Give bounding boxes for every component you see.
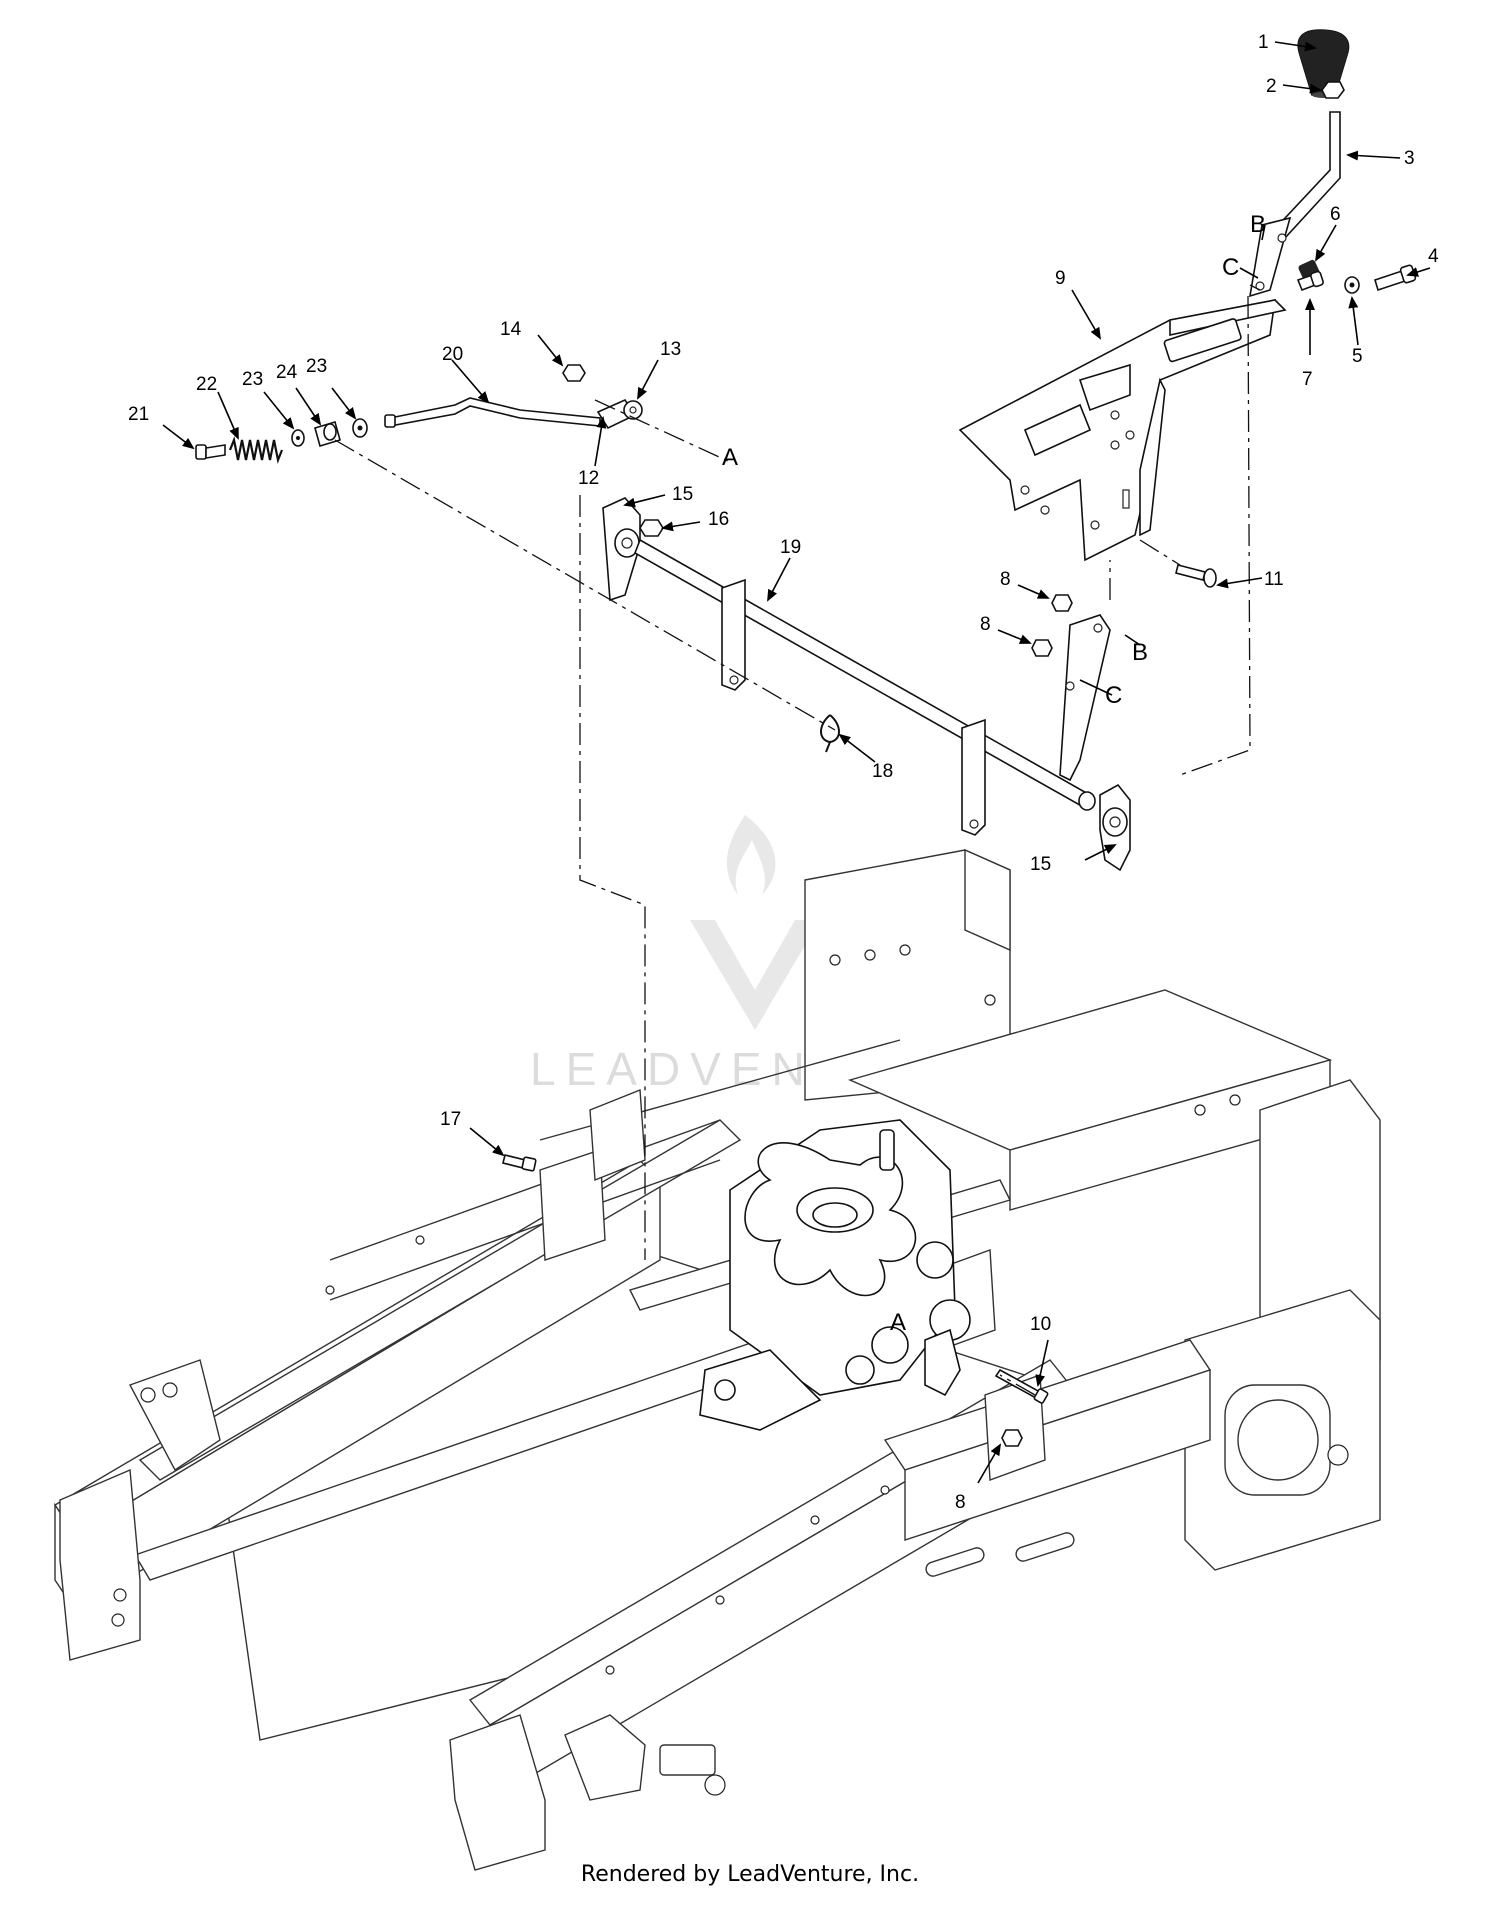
callout-leaders (162, 41, 1431, 1484)
ref-a-transaxle: A (890, 1309, 906, 1336)
part-18-hairpin-clip (820, 714, 840, 753)
callout-12: 12 (578, 468, 599, 489)
hydrostatic-transaxle (699, 1119, 971, 1431)
callout-14: 14 (500, 319, 522, 340)
callout-22: 22 (196, 374, 217, 395)
ref-a-rod: A (722, 444, 738, 471)
callout-8-upper: 8 (1000, 569, 1011, 590)
footer-credit: Rendered by LeadVenture, Inc. (580, 1862, 920, 1887)
callout-8-lower: 8 (955, 1492, 966, 1513)
callout-9: 9 (1055, 268, 1066, 289)
part-23-washer-right (352, 418, 368, 438)
callout-11: 11 (1264, 569, 1284, 590)
callout-16: 16 (708, 509, 729, 530)
ref-b-lever: B (1250, 211, 1266, 238)
part-16-nut (639, 519, 664, 537)
part-23-washer-left (291, 429, 305, 447)
ref-b-arm: B (1132, 639, 1148, 666)
assembly-centerlines (334, 284, 1261, 1396)
part-24-ferrule (314, 420, 341, 448)
callout-15-right: 15 (1030, 854, 1051, 875)
callout-4: 4 (1428, 246, 1439, 267)
callout-8-middle: 8 (980, 614, 991, 635)
callout-15-left: 15 (672, 484, 693, 505)
callout-5: 5 (1352, 346, 1363, 367)
part-8-nut-middle (1031, 639, 1053, 657)
chassis-frame (54, 848, 1381, 1871)
part-5-washer (1344, 276, 1360, 294)
callout-23-right: 23 (306, 356, 327, 377)
callout-1: 1 (1258, 32, 1269, 53)
reference-letters: A A B B C C (722, 211, 1266, 1336)
callout-2: 2 (1266, 76, 1277, 97)
ref-c-lever: C (1222, 254, 1239, 281)
callout-10: 10 (1030, 1314, 1051, 1335)
part-14-nut (562, 364, 586, 382)
part-7-bolt (1296, 270, 1324, 292)
frame-holes (325, 1235, 890, 1675)
part-17-bolt (502, 1154, 537, 1172)
callout-20: 20 (442, 344, 463, 365)
part-2-nut (1321, 81, 1345, 99)
part-21-bolt (195, 444, 226, 460)
callout-6: 6 (1330, 204, 1341, 225)
callout-24: 24 (276, 362, 298, 383)
callout-3: 3 (1404, 148, 1415, 169)
part-3-control-lever (1248, 111, 1341, 298)
part-8-nut-upper (1051, 594, 1073, 612)
callout-17: 17 (440, 1109, 461, 1130)
part-8-nut-lower (1001, 1429, 1023, 1447)
ref-c-arm: C (1105, 682, 1122, 709)
callout-21: 21 (128, 404, 149, 425)
part-11-carriage-bolt (1175, 564, 1217, 588)
part-20-control-rod (384, 397, 601, 428)
callout-19: 19 (780, 537, 801, 558)
part-22-spring (228, 436, 284, 464)
callout-7: 7 (1302, 369, 1313, 390)
part-4-bolt (1374, 264, 1417, 292)
part-19-cross-shaft (634, 538, 1111, 836)
part-15-flange-bearing-right (1099, 783, 1131, 872)
part-9-console-bracket (958, 299, 1287, 562)
callout-18: 18 (872, 761, 893, 782)
part-15-flange-bearing-left (602, 497, 641, 602)
callout-labels: 1 2 3 4 5 6 7 8 8 8 9 10 11 12 13 14 15 … (128, 32, 1439, 1513)
callout-23-left: 23 (242, 369, 263, 390)
callout-13: 13 (660, 339, 681, 360)
